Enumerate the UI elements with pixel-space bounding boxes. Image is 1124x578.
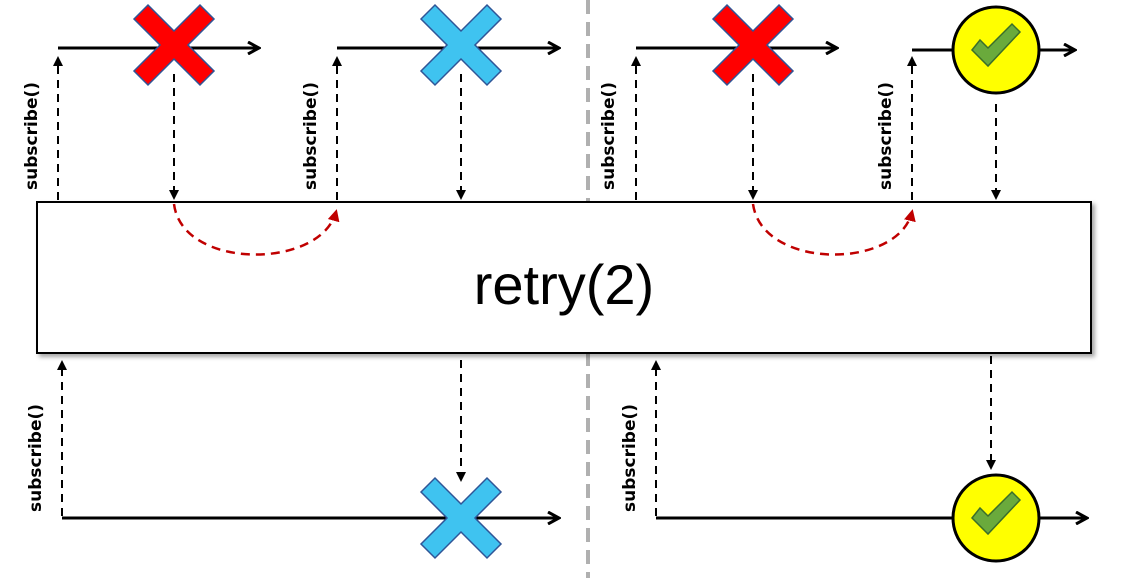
x-icon xyxy=(712,4,794,86)
checkmark-icon xyxy=(951,473,1041,563)
operator-box xyxy=(36,201,1092,354)
subscribe-label-2: subscribe() xyxy=(301,82,321,190)
subscribe-label-4: subscribe() xyxy=(876,82,896,190)
subscribe-label-3: subscribe() xyxy=(599,82,619,190)
retry-arrow-1 xyxy=(172,203,340,256)
checkmark-icon xyxy=(951,5,1041,95)
output-subscribe-label-1: subscribe() xyxy=(26,404,46,512)
operator-label: retry(2) xyxy=(474,253,654,316)
subscribe-label-1: subscribe() xyxy=(22,82,42,190)
output-subscribe-label-2: subscribe() xyxy=(620,404,640,512)
x-icon xyxy=(420,4,502,86)
x-icon xyxy=(133,4,215,86)
